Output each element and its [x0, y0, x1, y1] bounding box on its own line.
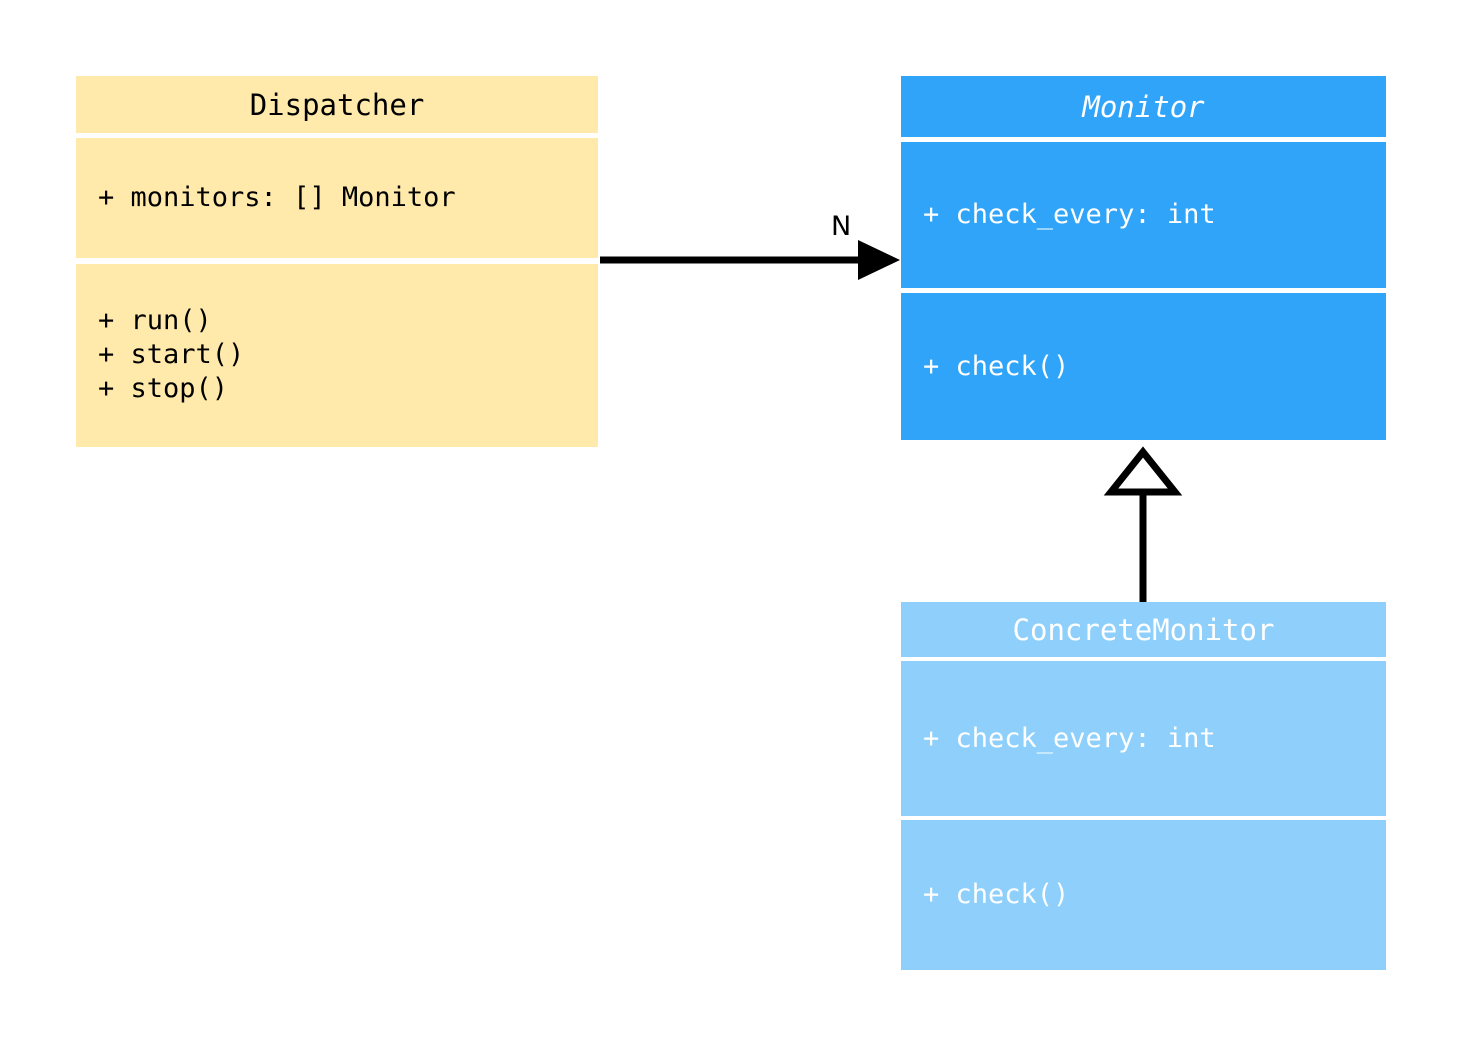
class-attribute: + monitors: [] Monitor: [98, 182, 456, 213]
class-title-monitor: Monitor: [901, 76, 1386, 137]
class-title-concrete-monitor: ConcreteMonitor: [901, 602, 1386, 657]
class-methods-dispatcher: + run() + start() + stop(): [76, 264, 598, 447]
association-edge-dispatcher-monitor: [600, 240, 900, 280]
class-attributes-dispatcher: + monitors: [] Monitor: [76, 138, 598, 258]
class-attributes-monitor: + check_every: int: [901, 142, 1386, 288]
class-method: + check(): [923, 350, 1070, 382]
class-methods-monitor: + check(): [901, 293, 1386, 440]
class-box-concrete-monitor[interactable]: ConcreteMonitor + check_every: int + che…: [901, 602, 1386, 970]
generalization-edge-concrete-monitor-monitor: [1103, 446, 1183, 602]
class-attribute: + check_every: int: [923, 199, 1216, 230]
class-box-dispatcher[interactable]: Dispatcher + monitors: [] Monitor + run(…: [76, 76, 598, 447]
class-title-dispatcher: Dispatcher: [76, 76, 598, 133]
class-methods-concrete-monitor: + check(): [901, 820, 1386, 970]
class-attributes-concrete-monitor: + check_every: int: [901, 661, 1386, 816]
association-arrowhead-icon: [858, 240, 900, 280]
class-box-monitor[interactable]: Monitor + check_every: int + check(): [901, 76, 1386, 440]
class-attribute: + check_every: int: [923, 722, 1216, 754]
class-method: + stop(): [98, 373, 229, 404]
class-method: + start(): [98, 339, 245, 370]
association-multiplicity-label: N: [831, 211, 852, 242]
generalization-hollow-triangle-icon: [1103, 446, 1183, 496]
class-method: + check(): [923, 879, 1070, 910]
class-method: + run(): [98, 305, 212, 336]
